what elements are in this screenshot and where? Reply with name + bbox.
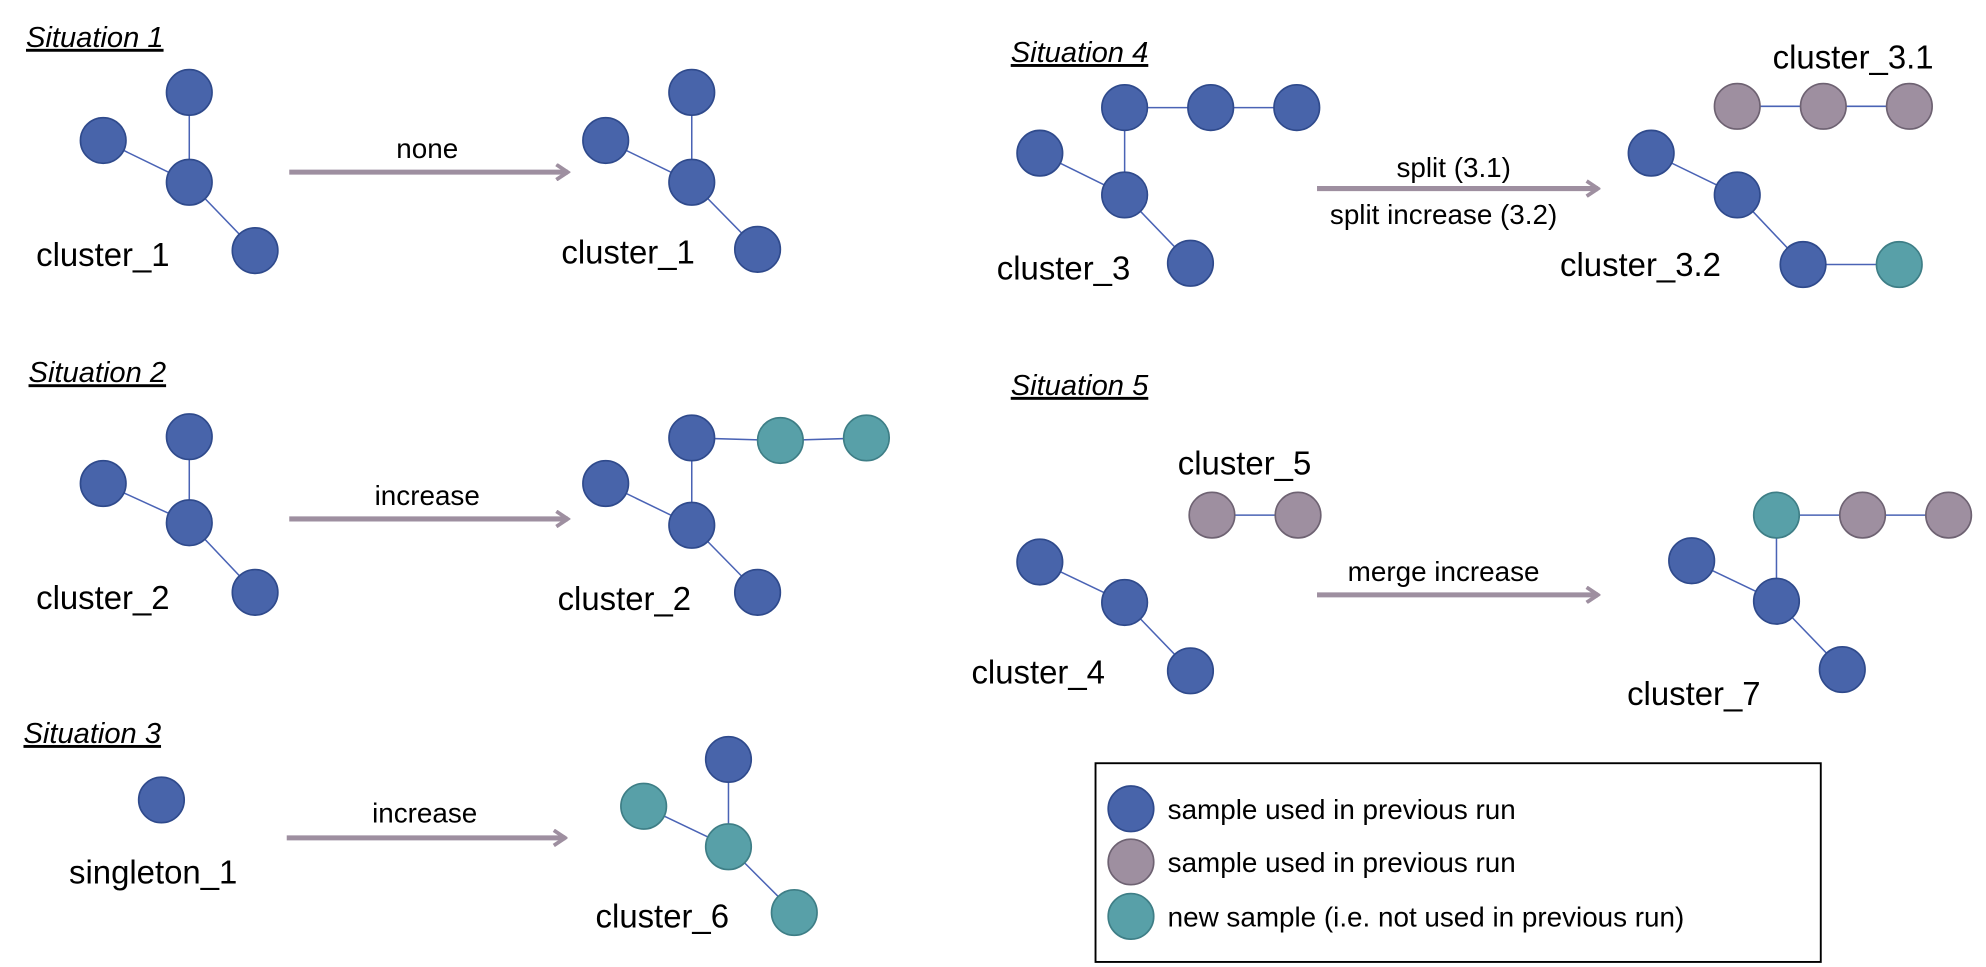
- new-sample-node: [1875, 240, 1923, 289]
- previous-sample-node: [582, 459, 630, 508]
- situation-5-after-label: cluster_7: [1627, 675, 1760, 712]
- previous-sample-node-gray: [1838, 491, 1887, 539]
- previous-sample-node: [668, 158, 716, 206]
- new-sample-node: [770, 888, 818, 937]
- previous-sample-node: [582, 116, 630, 165]
- previous-sample-node-gray: [1713, 82, 1761, 130]
- situation-5-before-label-2: cluster_5: [1178, 445, 1311, 482]
- situation-5-transition: merge increase: [1348, 556, 1540, 587]
- previous-sample-node: [231, 227, 279, 275]
- situation-2-title: Situation 2: [29, 357, 167, 389]
- previous-sample-node: [733, 568, 782, 616]
- previous-sample-node: [165, 158, 213, 206]
- new-sample-node: [704, 823, 753, 871]
- situation-4-title: Situation 4: [1011, 37, 1149, 69]
- legend-label-previous-gray: sample used in previous run: [1168, 847, 1516, 878]
- new-sample-node: [756, 416, 804, 465]
- previous-sample-node: [165, 68, 213, 117]
- previous-sample-node: [165, 413, 213, 461]
- new-sample-node: [842, 414, 891, 462]
- previous-sample-node: [704, 735, 753, 784]
- previous-sample-node: [165, 499, 213, 547]
- situation-1-after-label: cluster_1: [561, 233, 694, 270]
- legend-swatch-new-teal: [1107, 892, 1155, 940]
- legend-label-previous-blue: sample used in previous run: [1168, 794, 1516, 825]
- previous-sample-node: [1818, 645, 1866, 694]
- situation-3-after-label: cluster_6: [596, 898, 729, 935]
- legend-box: [1094, 762, 1822, 963]
- legend-swatch-previous-gray: [1107, 838, 1155, 886]
- legend-label-new-teal: new sample (i.e. not used in previous ru…: [1168, 901, 1685, 932]
- previous-sample-node: [1752, 577, 1801, 625]
- previous-sample-node: [1101, 578, 1149, 627]
- legend-swatch-previous-blue: [1107, 785, 1155, 833]
- situation-4-transition-split: split (3.1): [1396, 152, 1510, 183]
- situation-3-transition: increase: [372, 798, 477, 829]
- previous-sample-node: [1627, 129, 1675, 177]
- situation-2-after-label: cluster_2: [558, 580, 691, 617]
- previous-sample-node-gray: [1885, 82, 1933, 130]
- previous-sample-node: [1101, 171, 1149, 219]
- new-sample-node: [1752, 491, 1801, 539]
- previous-sample-node: [668, 68, 716, 117]
- situation-5-before-label: cluster_4: [971, 653, 1104, 690]
- situation-1-before-label: cluster_1: [36, 236, 169, 273]
- situation-1-title: Situation 1: [26, 22, 164, 54]
- previous-sample-node: [668, 501, 716, 549]
- previous-sample-node: [1668, 537, 1716, 585]
- previous-sample-node: [1713, 171, 1761, 219]
- previous-sample-node: [733, 225, 782, 273]
- situation-4-before-label: cluster_3: [997, 250, 1130, 287]
- previous-sample-node: [1166, 647, 1215, 695]
- new-sample-node: [620, 782, 668, 830]
- previous-sample-node: [79, 116, 127, 165]
- previous-sample-node-gray: [1925, 491, 1973, 539]
- previous-sample-node: [1779, 240, 1827, 289]
- situation-2-transition: increase: [375, 480, 480, 511]
- situation-2-before-label: cluster_2: [36, 579, 169, 616]
- previous-sample-node: [1016, 538, 1064, 586]
- previous-sample-node-gray: [1274, 491, 1322, 539]
- previous-sample-node: [79, 459, 127, 508]
- situation-1-transition: none: [396, 133, 458, 164]
- previous-sample-node: [1016, 129, 1064, 177]
- situation-4-transition-split-increase: split increase (3.2): [1330, 199, 1557, 230]
- previous-sample-node: [1273, 83, 1321, 132]
- previous-sample-node: [1187, 83, 1235, 132]
- situation-3-title: Situation 3: [23, 718, 161, 750]
- situation-4-after-label-3-1: cluster_3.1: [1773, 38, 1934, 75]
- previous-sample-node: [137, 776, 186, 824]
- previous-sample-node-gray: [1188, 491, 1236, 539]
- situation-5-title: Situation 5: [1011, 370, 1149, 402]
- previous-sample-node-gray: [1799, 82, 1847, 130]
- previous-sample-node: [231, 568, 279, 616]
- situation-3-before-label: singleton_1: [69, 853, 237, 890]
- previous-sample-node: [1166, 239, 1215, 287]
- legend: sample used in previous run sample used …: [1094, 762, 1822, 963]
- previous-sample-node: [1101, 83, 1149, 132]
- previous-sample-node: [668, 414, 716, 462]
- situation-4-after-label-3-2: cluster_3.2: [1560, 246, 1721, 283]
